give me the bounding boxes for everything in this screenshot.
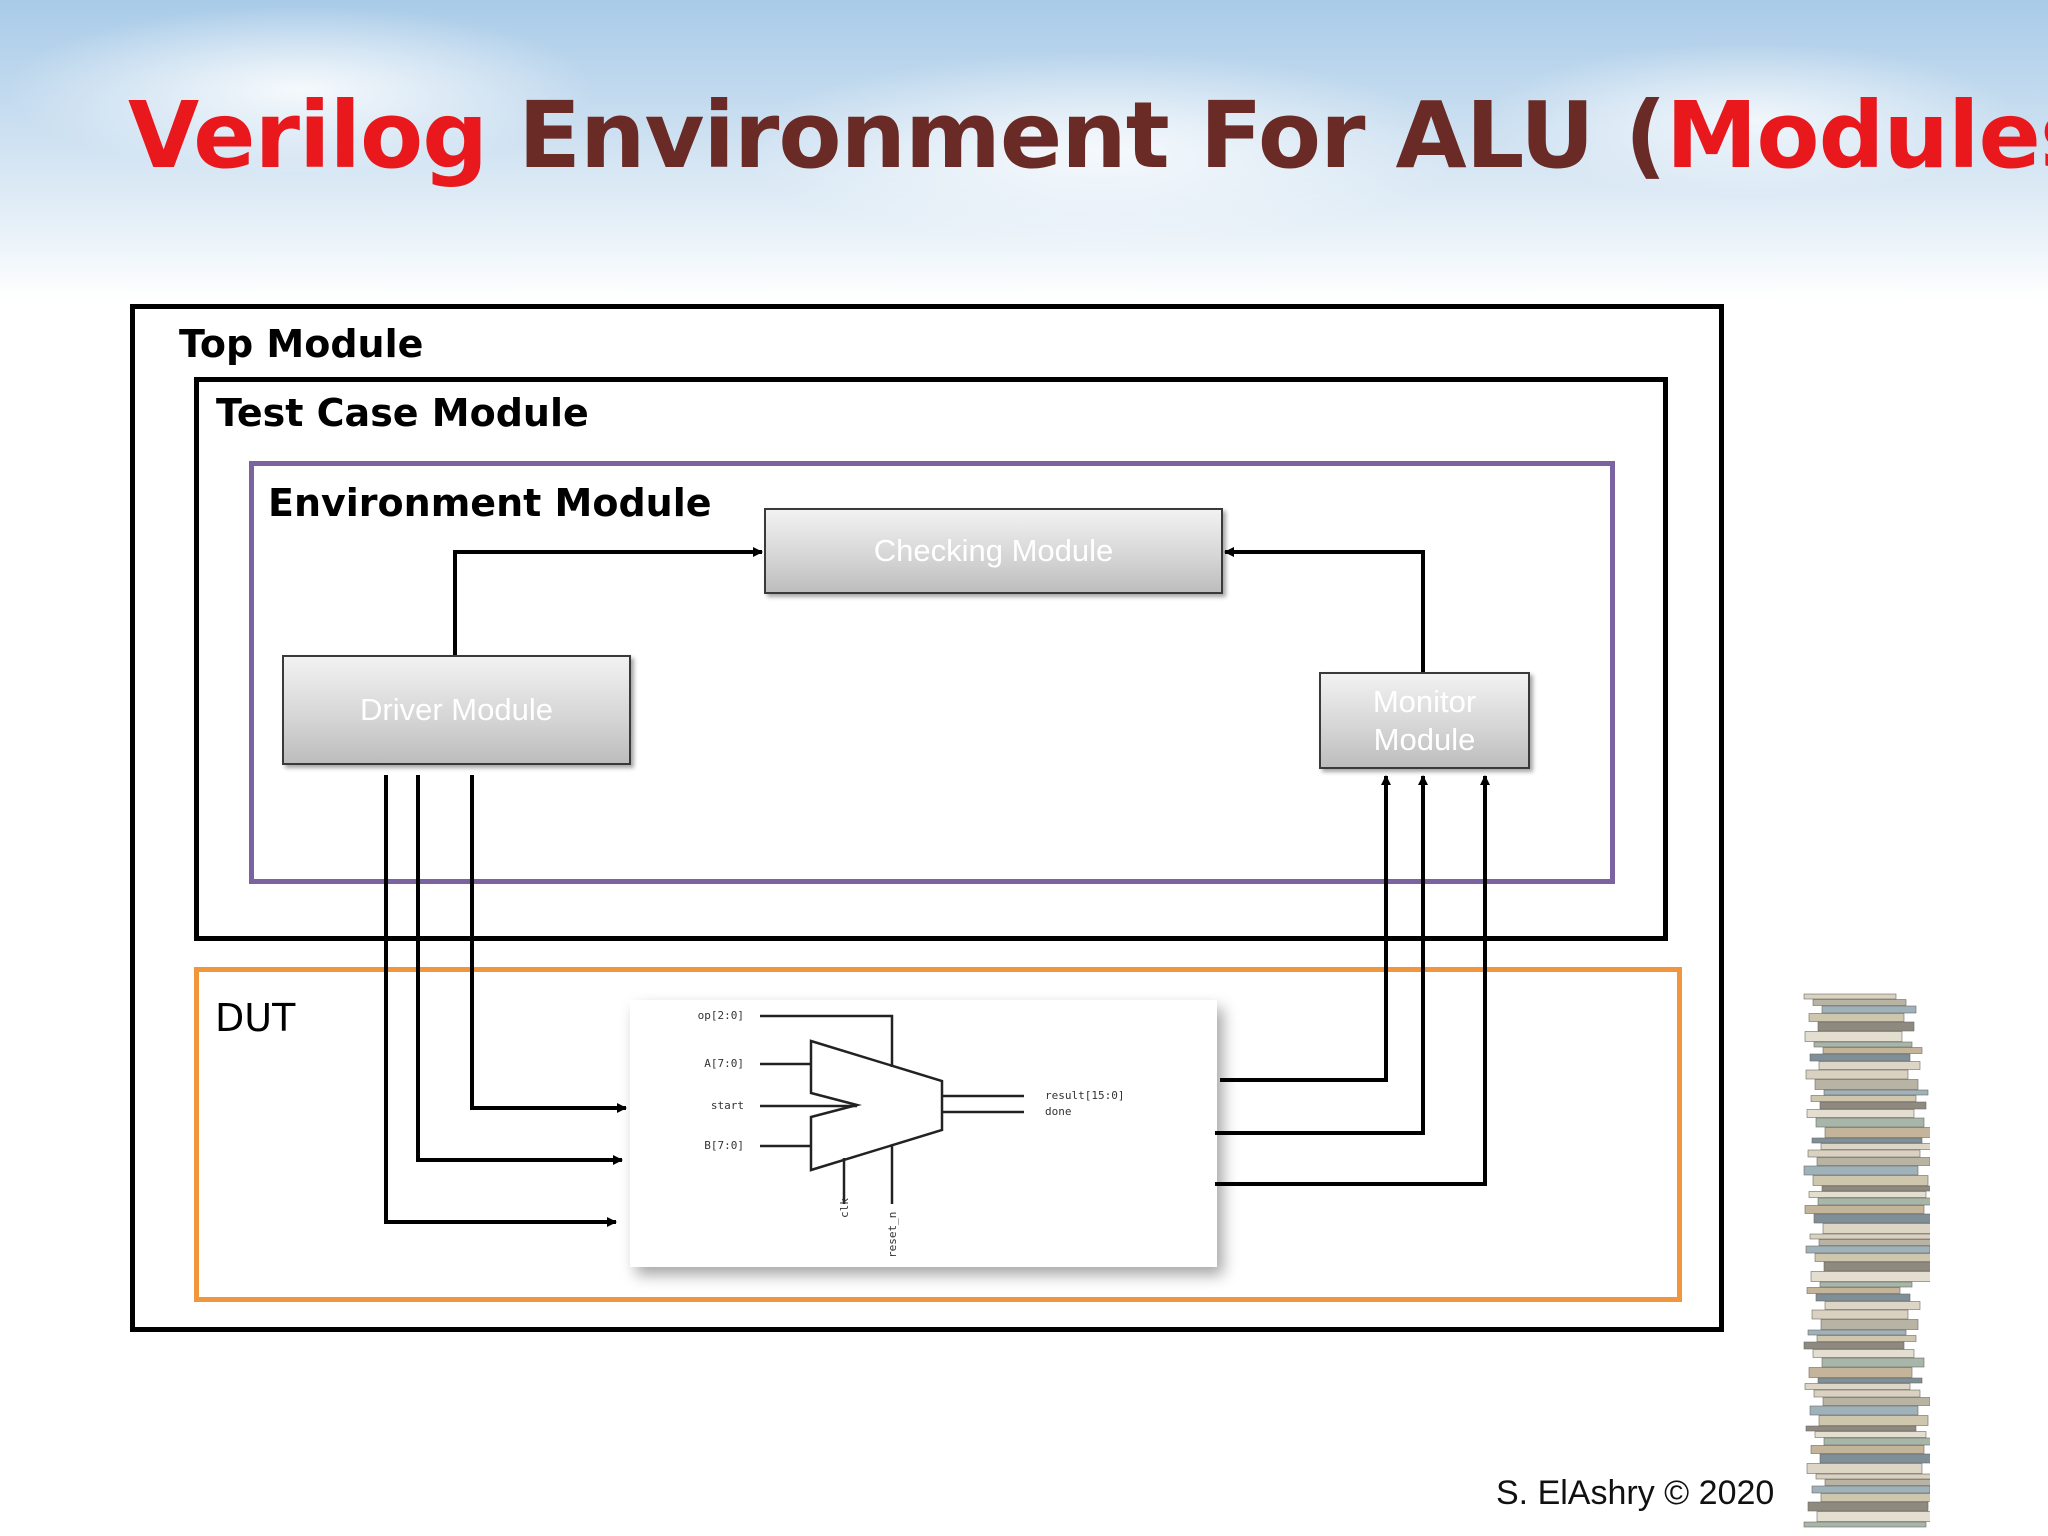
- top-module-label: Top Module: [179, 322, 424, 366]
- book: [1808, 1367, 1913, 1378]
- book: [1804, 1031, 1903, 1042]
- book: [1814, 1431, 1927, 1438]
- book: [1808, 1013, 1905, 1022]
- book: [1812, 1349, 1915, 1358]
- book: [1803, 1341, 1905, 1350]
- book: [1805, 1425, 1917, 1432]
- book: [1815, 1293, 1911, 1302]
- driver-module-label: Driver Module: [360, 692, 553, 727]
- book: [1806, 1287, 1901, 1294]
- book: [1806, 1463, 1923, 1474]
- book: [1821, 1357, 1925, 1368]
- book: [1804, 1383, 1911, 1390]
- book: [1822, 1047, 1923, 1054]
- monitor-module: Monitor Module: [1319, 672, 1530, 769]
- book: [1820, 1143, 1930, 1150]
- driver-module: Driver Module: [282, 655, 631, 765]
- book: [1803, 993, 1897, 1000]
- environment-module-label: Environment Module: [268, 481, 712, 525]
- book: [1820, 1493, 1930, 1502]
- book: [1816, 1335, 1917, 1342]
- book: [1821, 1185, 1930, 1192]
- book: [1813, 1041, 1913, 1048]
- book: [1812, 999, 1907, 1006]
- book: [1817, 1021, 1915, 1032]
- book: [1824, 1127, 1930, 1138]
- title-part-verilog: Verilog: [128, 82, 488, 189]
- book: [1807, 1501, 1929, 1512]
- book: [1817, 1377, 1923, 1384]
- book: [1820, 1319, 1919, 1330]
- book: [1811, 1485, 1930, 1494]
- book: [1810, 1271, 1930, 1282]
- book: [1818, 1415, 1929, 1426]
- dut-box: [194, 967, 1682, 1302]
- book: [1815, 1117, 1925, 1128]
- book-stack-image: [1803, 993, 1930, 1528]
- book: [1818, 1061, 1921, 1070]
- book: [1809, 1053, 1911, 1062]
- footer-copyright: S. ElAshry © 2020: [1496, 1474, 1775, 1512]
- book: [1814, 1253, 1930, 1262]
- slide-title: Verilog Environment For ALU (Modules): [128, 82, 2048, 189]
- book: [1814, 1079, 1919, 1090]
- book: [1813, 1389, 1921, 1398]
- book: [1822, 1397, 1930, 1406]
- top-module-box: [130, 304, 1724, 1332]
- book: [1805, 1069, 1909, 1080]
- book: [1822, 1223, 1930, 1234]
- book: [1824, 1301, 1921, 1310]
- book: [1821, 1005, 1917, 1014]
- checking-module-label: Checking Module: [873, 533, 1114, 568]
- book: [1803, 1165, 1919, 1176]
- monitor-module-label: Monitor Module: [1372, 683, 1477, 757]
- book: [1809, 1233, 1930, 1240]
- book: [1806, 1109, 1915, 1118]
- book: [1808, 1191, 1927, 1198]
- alu-schematic-panel: [630, 1000, 1217, 1267]
- environment-module-box: [249, 461, 1615, 884]
- book: [1823, 1437, 1930, 1446]
- book: [1810, 1095, 1917, 1102]
- book: [1823, 1261, 1930, 1272]
- book: [1819, 1101, 1927, 1110]
- book: [1816, 1157, 1930, 1166]
- title-part-environment: Environment For ALU (: [487, 82, 1667, 189]
- book: [1816, 1511, 1930, 1522]
- book: [1809, 1405, 1919, 1416]
- book: [1815, 1473, 1930, 1480]
- book: [1813, 1213, 1930, 1224]
- book: [1819, 1281, 1913, 1288]
- book: [1807, 1329, 1907, 1336]
- book: [1824, 1479, 1930, 1486]
- book: [1812, 1175, 1929, 1186]
- sky-background: [0, 0, 2048, 300]
- book: [1823, 1089, 1929, 1096]
- test-case-module-box: [194, 377, 1668, 941]
- book: [1805, 1245, 1930, 1254]
- book: [1810, 1445, 1925, 1454]
- book: [1803, 1521, 1927, 1528]
- dut-label: DUT: [215, 996, 296, 1040]
- book: [1811, 1137, 1923, 1144]
- book: [1807, 1149, 1921, 1158]
- book: [1804, 1205, 1925, 1214]
- book: [1811, 1309, 1909, 1320]
- title-part-modules: Modules: [1665, 82, 2048, 189]
- book: [1818, 1239, 1930, 1246]
- checking-module: Checking Module: [764, 508, 1223, 594]
- test-case-module-label: Test Case Module: [216, 391, 589, 435]
- book: [1817, 1197, 1930, 1206]
- book: [1819, 1453, 1930, 1464]
